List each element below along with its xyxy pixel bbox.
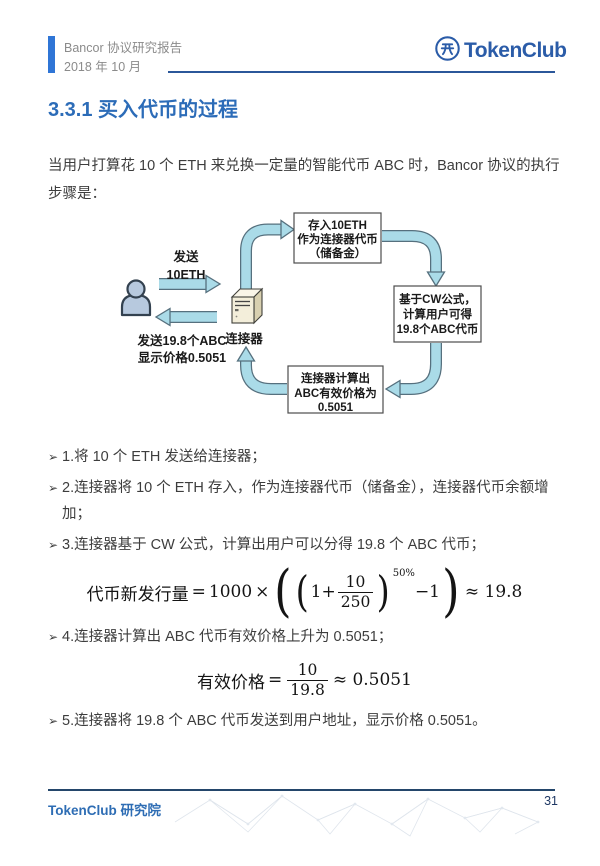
box-deposit-line3: （储备金） (309, 246, 367, 260)
logo-wordmark: TokenClub (464, 39, 567, 62)
list-item: ➢ 3.连接器基于 CW 公式，计算出用户可以分得 19.8 个 ABC 代币； (48, 532, 564, 558)
arrow-shafts (159, 224, 441, 394)
section-title: 3.3.1 买入代币的过程 (48, 99, 239, 121)
bancor-buy-flow-diagram: 存入10ETH 作为连接器代币 （储备金） 基于CW公式， 计算用户可得 19.… (40, 205, 560, 444)
step-2-text: 2.连接器将 10 个 ETH 存入，作为连接器代币（储备金），连接器代币余额增… (62, 480, 549, 523)
return-label-line2: 显示价格0.5051 (138, 350, 226, 365)
send-label-line2: 10ETH (167, 268, 206, 282)
step-list: ➢ 1.将 10 个 ETH 发送给连接器； ➢ 2.连接器将 10 个 ETH… (48, 444, 564, 740)
header-rule (168, 71, 555, 73)
tokenclub-logo-icon (434, 35, 461, 67)
arrow-bullet-icon: ➢ (48, 481, 59, 496)
arrow-bullet-icon: ➢ (48, 450, 59, 464)
box-price-line2: ABC有效价格为 (294, 386, 376, 400)
list-item: ➢ 4.连接器计算出 ABC 代币有效价格上升为 0.5051； (48, 624, 564, 650)
formula1-one-plus: 1+ (310, 582, 336, 603)
formula1-fraction: 10 250 (337, 573, 374, 612)
send-label-line1: 发送 (172, 249, 199, 264)
arrow-bullet-icon: ➢ (48, 714, 59, 729)
formula1-lhs: 代币新发行量 (86, 584, 189, 605)
intro-paragraph: 当用户打算花 10 个 ETH 来兑换一定量的智能代币 ABC 时，Bancor… (48, 158, 560, 203)
arrow-bullet-icon: ➢ (48, 630, 59, 645)
report-date: 2018 年 10 月 (64, 60, 142, 74)
formula2-numerator: 10 (297, 661, 318, 680)
box-cw-line2: 计算用户可得 (403, 307, 472, 321)
arrow-topbox-to-rightbox (382, 231, 441, 272)
connector-server-icon (230, 287, 264, 325)
connector-label: 连接器 (225, 331, 263, 346)
arrow-bullet-icon: ➢ (48, 538, 59, 553)
formula1-result: ≈ 19.8 (464, 582, 523, 603)
formula1-exponent: 50% (392, 568, 415, 580)
step-3-text: 3.连接器基于 CW 公式，计算出用户可以分得 19.8 个 ABC 代币； (62, 537, 485, 554)
box-deposit-eth (293, 212, 382, 264)
box-cw-line1: 基于CW公式， (398, 292, 476, 306)
box-cw-formula (393, 285, 482, 343)
box-price-line1: 连接器计算出 (301, 371, 370, 385)
footer-rule (48, 789, 555, 791)
formula2-lhs: 有效价格 (197, 672, 266, 693)
formula2-equals: = (268, 670, 283, 691)
list-item: ➢ 1.将 10 个 ETH 发送给连接器； (48, 444, 564, 470)
formula2-result: ≈ 0.5051 (332, 670, 412, 691)
report-title: Bancor 协议研究报告 (64, 41, 183, 55)
arrow-heads (154, 219, 446, 399)
step-1-text: 1.将 10 个 ETH 发送给连接器； (62, 449, 266, 465)
formula-effective-price: 有效价格 = 10 19.8 ≈ 0.5051 (48, 655, 564, 705)
footer-org-name: TokenClub 研究院 (48, 803, 161, 818)
formula-new-issuance: 代币新发行量 = 1000 × ( ( 1+ 10 250 ) 50% −1 )… (86, 559, 523, 625)
footer-mesh-decoration (170, 792, 560, 847)
return-label-line1: 发送19.8个ABC (137, 333, 227, 348)
formula2-denominator: 19.8 (287, 679, 328, 700)
tokenclub-logo: TokenClub (434, 35, 567, 67)
formula1-equals: = (191, 582, 206, 603)
formula1-denominator: 250 (337, 591, 374, 612)
arrow-connector-to-topbox (241, 224, 281, 289)
formula1-coefficient: 1000 (208, 582, 253, 603)
formula2-fraction: 10 19.8 (287, 661, 328, 699)
list-item: ➢ 2.连接器将 10 个 ETH 存入，作为连接器代币（储备金），连接器代币余… (48, 475, 564, 527)
formula1-minus-one: −1 (414, 582, 440, 603)
box-effective-price (287, 365, 384, 414)
user-person-icon (120, 279, 152, 317)
box-deposit-line1: 存入10ETH (308, 218, 367, 232)
formula1-times: × (255, 582, 270, 603)
step-4-text: 4.连接器计算出 ABC 代币有效价格上升为 0.5051； (62, 629, 393, 646)
page-number: 31 (544, 794, 558, 808)
arrow-rightbox-to-bottombox (400, 343, 441, 394)
arrow-bottombox-to-connector (241, 361, 287, 394)
header-accent-bar (48, 36, 55, 73)
box-cw-line3: 19.8个ABC代币 (397, 322, 479, 336)
box-deposit-line2: 作为连接器代币 (297, 232, 378, 246)
formula1-numerator: 10 (345, 573, 366, 592)
list-item: ➢ 5.连接器将 19.8 个 ABC 代币发送到用户地址，显示价格 0.505… (48, 708, 564, 734)
box-price-line3: 0.5051 (318, 402, 354, 414)
step-5-text: 5.连接器将 19.8 个 ABC 代币发送到用户地址，显示价格 0.5051。 (62, 713, 487, 730)
